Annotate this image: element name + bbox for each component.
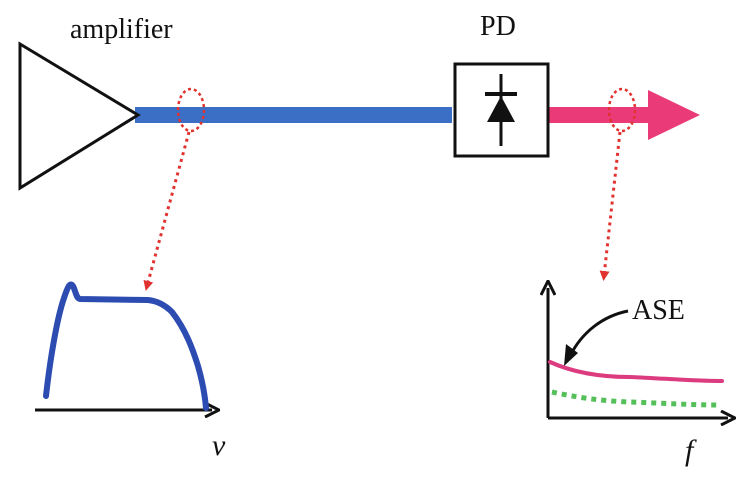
optical-probe-marker — [176, 87, 206, 133]
pd-label: PD — [480, 11, 516, 42]
optical-spectrum-curve — [43, 281, 209, 411]
amplifier-label: amplifier — [70, 14, 173, 45]
electrical-probe-marker — [607, 87, 637, 133]
ase-curve — [548, 360, 724, 383]
frequency-axis-label-f: f — [685, 434, 697, 467]
optical-probe-arrow — [143, 131, 191, 291]
electrical-arrow-head-icon — [648, 90, 700, 140]
amplifier-icon — [18, 41, 141, 191]
frequency-axis-label-v: v — [212, 429, 226, 462]
optical-spectrum-plot: v — [35, 281, 226, 462]
electrical-spectrum-plot: ASE f — [548, 288, 728, 467]
ase-pointer-arrow-head-icon — [564, 344, 578, 366]
ase-pointer-arrow — [568, 309, 629, 357]
ase-label: ASE — [632, 295, 685, 326]
noise-floor-curve — [551, 389, 721, 408]
electrical-probe-arrow — [599, 131, 622, 281]
photodiode-icon — [453, 62, 550, 158]
